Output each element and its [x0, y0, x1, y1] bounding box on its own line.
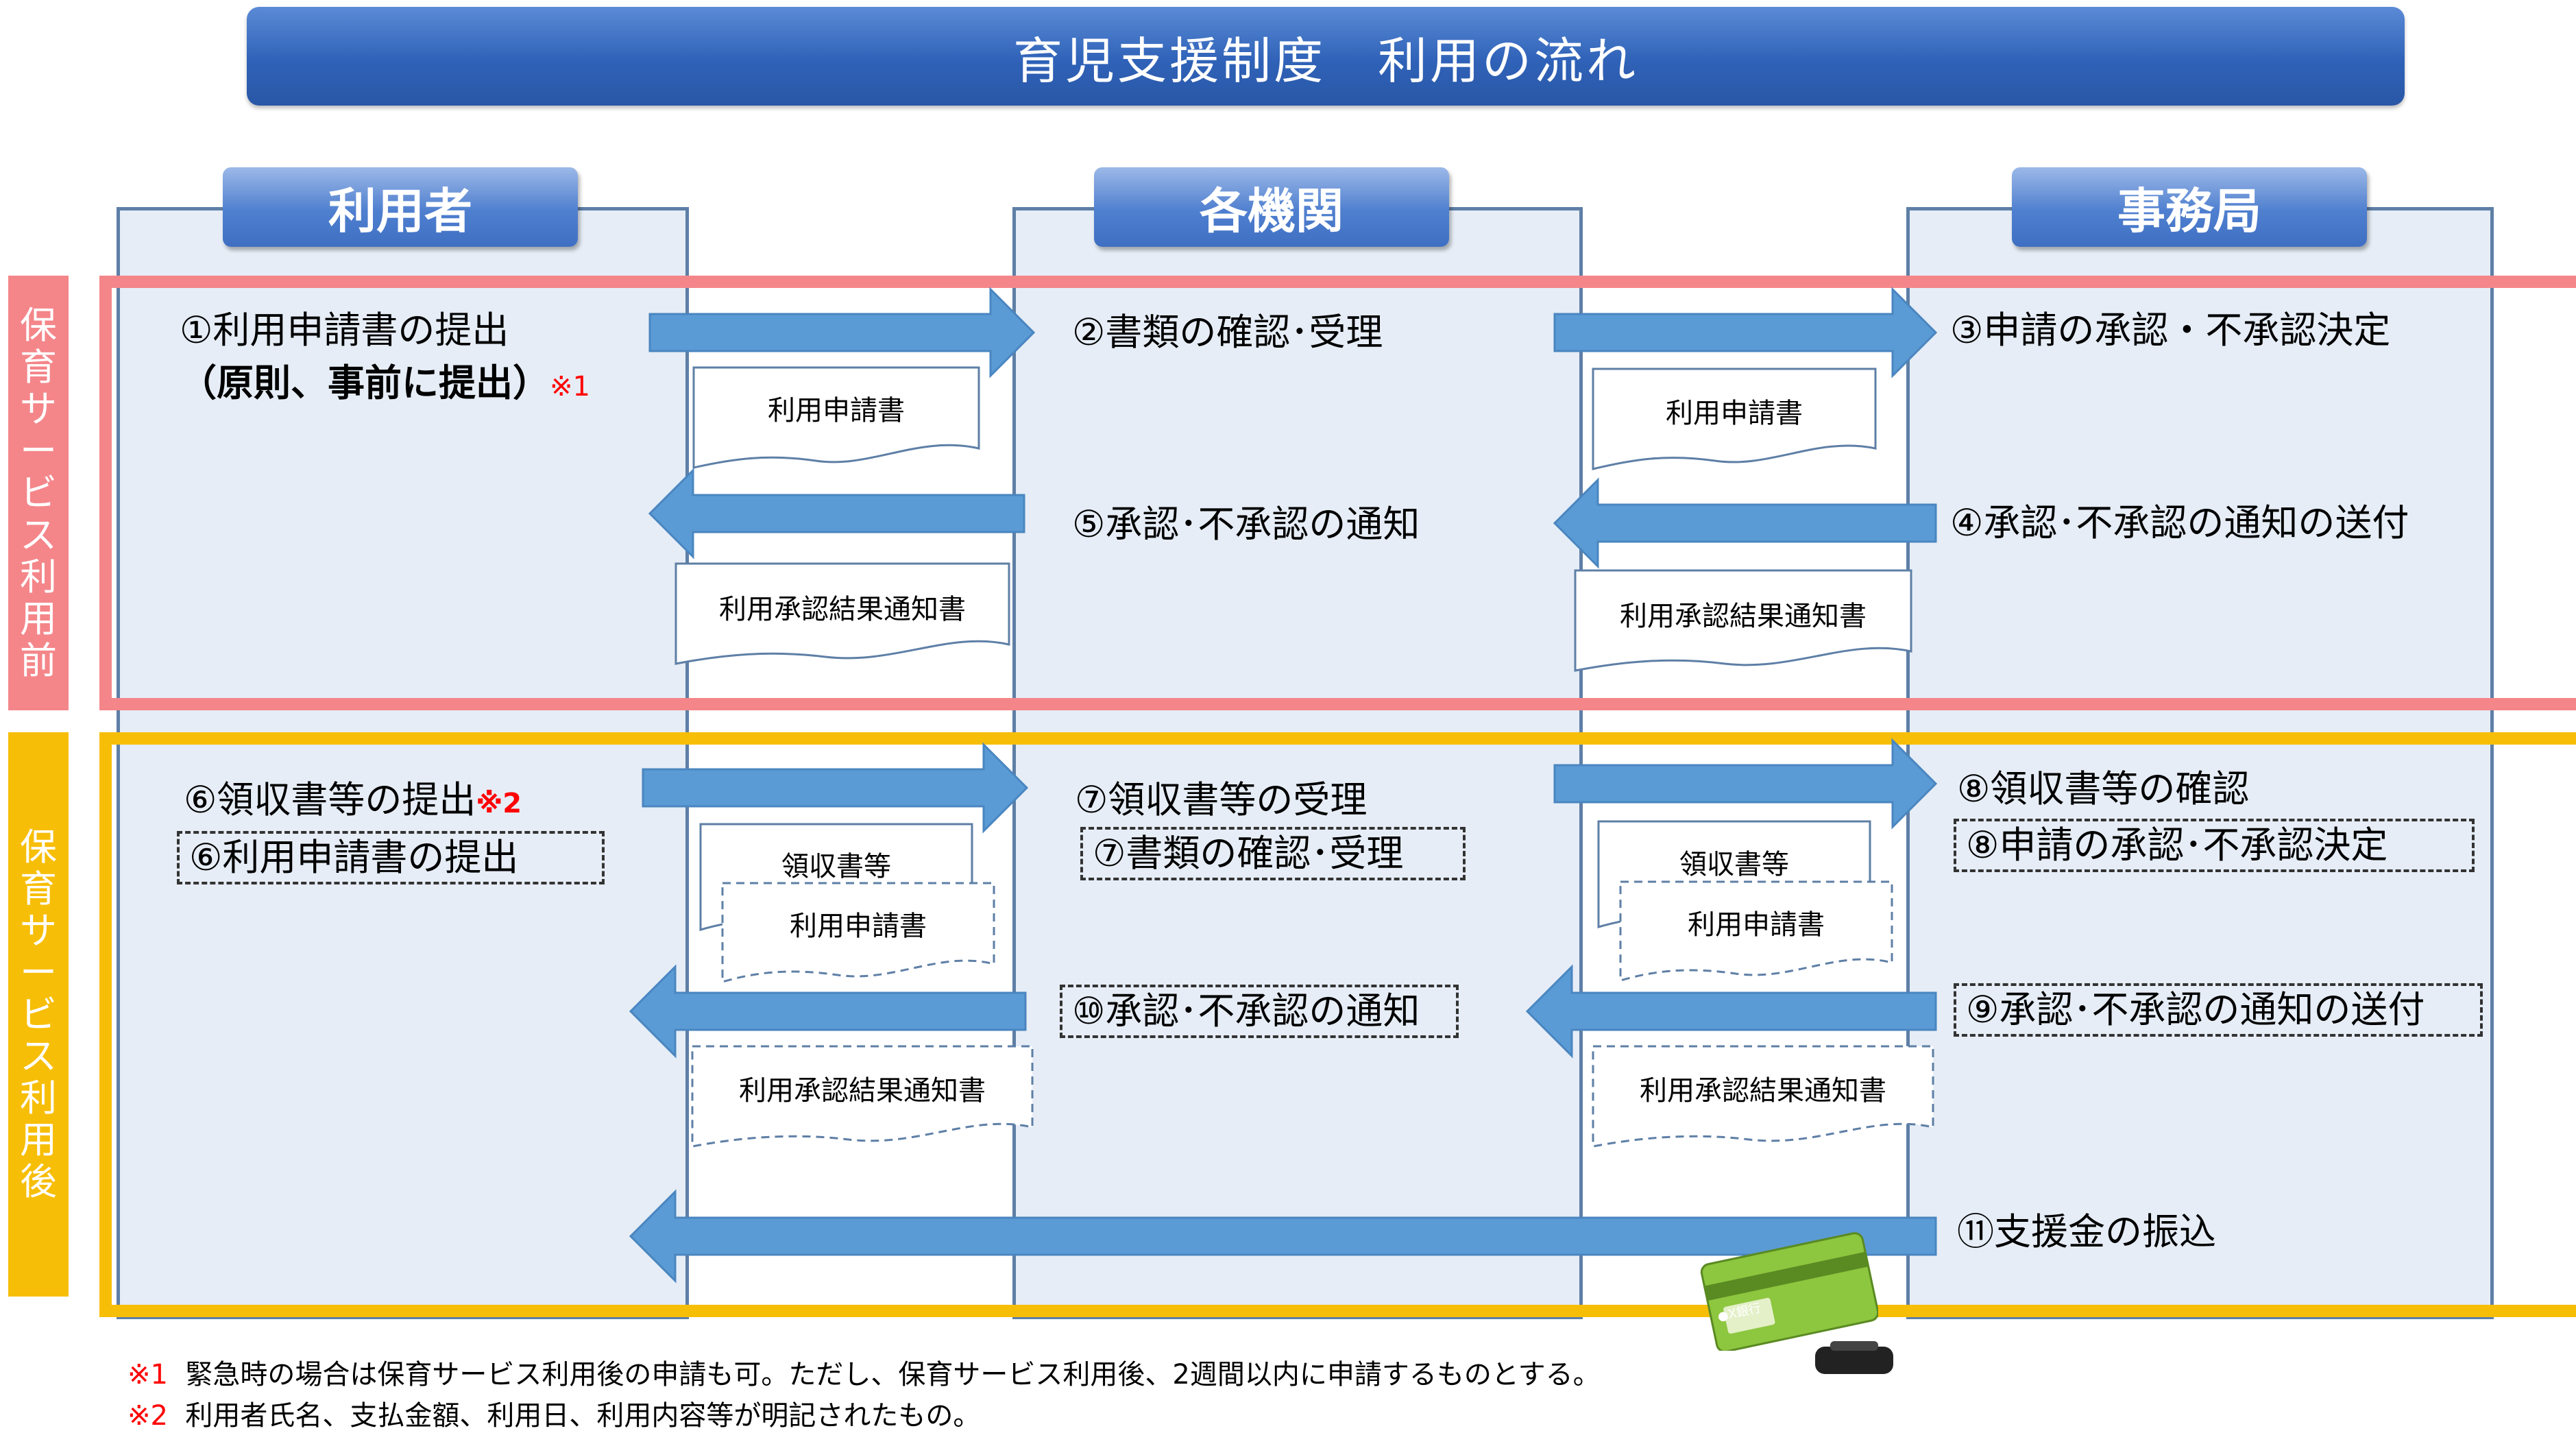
document-shape-3 [675, 562, 1010, 665]
step-8b: ⑧申請の承認･不承認決定 [1954, 819, 2475, 872]
step-6-text: ⑥領収書等の提出 [184, 778, 476, 821]
doc-label-result-2: 利用承認結果通知書 [1620, 601, 1867, 632]
phase-frame-post [99, 732, 2576, 1317]
arrow-right-1 [648, 287, 1036, 378]
step-7b: ⑦書類の確認･受理 [1080, 827, 1466, 880]
phase-label-post: 保育サ ービス 利用後 [8, 732, 69, 1297]
document-shape-dashed-1 [721, 882, 995, 983]
column-header-user: 利用者 [223, 167, 578, 247]
step-4: ④承認･不承認の通知の送付 [1950, 501, 2409, 544]
footnote-2-text: 利用者氏名、支払金額、利用日、利用内容等が明記されたもの。 [185, 1400, 981, 1432]
document-shape-dashed-2 [1619, 880, 1893, 982]
arrow-left-5 [648, 468, 1025, 559]
step-6: ⑥領収書等の提出※2 [184, 782, 522, 819]
step-7: ⑦領収書等の受理 [1075, 778, 1368, 821]
document-shape-dashed-4 [1592, 1045, 1934, 1148]
arrow-left-4 [1553, 477, 1937, 569]
footnote-1: ※1 緊急時の場合は保育サービス利用後の申請も可。ただし、保育サービス利用後、2… [127, 1352, 1601, 1392]
arrow-right-2 [1553, 287, 1938, 378]
page-title: 育児支援制度 利用の流れ [247, 7, 2405, 106]
document-shape-dashed-3 [691, 1045, 1034, 1148]
step-10: ⑩承認･不承認の通知 [1060, 985, 1459, 1038]
step-1-note-mark: ※1 [550, 371, 590, 402]
footnote-1-text: 緊急時の場合は保育サービス利用後の申請も可。ただし、保育サービス利用後、2週間以… [185, 1359, 1601, 1390]
doc-label-application-4: 利用申請書 [1688, 909, 1825, 941]
footnote-2: ※2 利用者氏名、支払金額、利用日、利用内容等が明記されたもの。 [127, 1393, 980, 1433]
step-1: ①利用申請書の提出 [180, 309, 509, 352]
step-5: ⑤承認･不承認の通知 [1072, 503, 1420, 546]
doc-label-result-4: 利用承認結果通知書 [1640, 1075, 1886, 1107]
column-header-agency: 各機関 [1094, 167, 1449, 247]
step-6b: ⑥利用申請書の提出 [177, 831, 605, 884]
column-header-office: 事務局 [2012, 167, 2367, 247]
doc-label-result-1: 利用承認結果通知書 [719, 594, 966, 625]
phase-label-pre: 保育サ ービス 利用前 [8, 276, 69, 710]
doc-label-application-2: 利用申請書 [1666, 398, 1803, 429]
column-user [117, 207, 689, 1319]
step-3: ③申請の承認・不承認決定 [1950, 309, 2391, 352]
doc-label-application-1: 利用申請書 [768, 395, 905, 426]
column-office [1906, 207, 2494, 1319]
doc-label-receipt-1: 領収書等 [781, 851, 891, 882]
footnote-1-mark: ※1 [127, 1359, 168, 1390]
column-agency [1012, 207, 1583, 1319]
doc-label-application-3: 利用申請書 [790, 911, 927, 942]
bank-card-icon [1700, 1232, 1878, 1351]
arrow-left-11 [629, 1189, 1937, 1284]
arrow-left-9 [1525, 964, 1937, 1059]
document-shape-1 [692, 366, 980, 469]
step-11: ⑪支援金の振込 [1957, 1210, 2216, 1253]
step-6-mark: ※2 [476, 788, 522, 819]
doc-label-receipt-2: 領収書等 [1679, 849, 1789, 880]
arrow-right-8 [1553, 738, 1938, 830]
doc-label-result-3: 利用承認結果通知書 [739, 1075, 986, 1107]
phase-frame-pre [99, 276, 2576, 710]
step-1-note: （原則、事前に提出）※1 [180, 365, 590, 402]
arrow-right-6 [642, 742, 1029, 834]
document-shape-2 [1592, 368, 1877, 470]
seal-icon [1815, 1341, 1893, 1374]
document-shape-4 [1574, 569, 1912, 672]
step-2: ②書類の確認･受理 [1072, 311, 1383, 354]
arrow-left-10 [629, 964, 1027, 1059]
step-9: ⑨承認･不承認の通知の送付 [1954, 983, 2483, 1037]
footnote-2-mark: ※2 [127, 1400, 168, 1432]
step-1-note-text: （原則、事前に提出） [180, 361, 550, 405]
step-8: ⑧領収書等の確認 [1957, 767, 2250, 810]
